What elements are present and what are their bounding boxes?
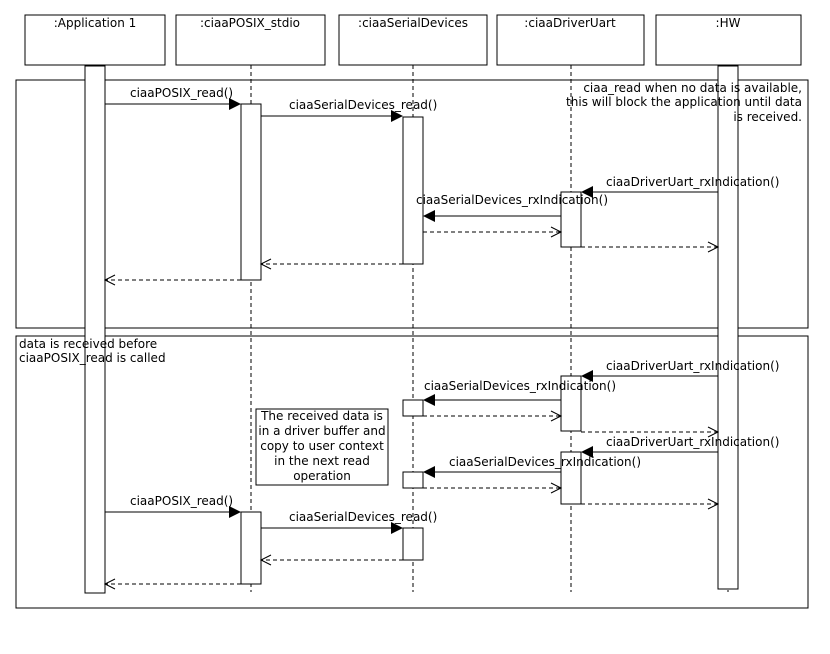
note-line: in the next read: [274, 454, 370, 468]
arrowhead: [707, 241, 720, 253]
arrowhead: [391, 110, 403, 122]
arrowhead: [229, 506, 241, 518]
participant-uart: :ciaaDriverUart: [496, 14, 645, 66]
arrowhead: [581, 186, 593, 198]
activation-serial-4: [402, 527, 424, 561]
participant-stdio: :ciaaPOSIX_stdio: [175, 14, 326, 66]
return-message: [103, 578, 241, 590]
participant-serial: :ciaaSerialDevices: [338, 14, 488, 66]
activation-serial-1: [402, 116, 424, 265]
participant-hw: :HW: [655, 14, 802, 66]
note-line: in a driver buffer and: [258, 424, 385, 438]
participant-stdio-label: :ciaaPOSIX_stdio: [200, 16, 300, 30]
call-message: ciaaSerialDevices_read(): [261, 510, 437, 534]
message-label: ciaaPOSIX_read(): [130, 86, 233, 100]
return-message: [423, 226, 563, 238]
message-label: ciaaSerialDevices_rxIndication(): [416, 193, 608, 207]
arrowhead: [550, 226, 563, 238]
call-message: ciaaSerialDevices_read(): [261, 98, 437, 122]
call-message: ciaaSerialDevices_rxIndication(): [423, 455, 641, 478]
note-line: The received data is: [260, 409, 383, 423]
fragment-blocking-read: [15, 79, 809, 329]
message-label: ciaaPOSIX_read(): [130, 494, 233, 508]
arrowhead: [550, 482, 563, 494]
call-message: ciaaSerialDevices_rxIndication(): [423, 379, 616, 406]
activation-stdio-1: [240, 103, 262, 281]
return-message: [581, 498, 720, 510]
note-line: copy to user context: [260, 439, 384, 453]
message-label: ciaaDriverUart_rxIndication(): [606, 175, 779, 189]
arrowhead: [550, 410, 563, 422]
messages: ciaaPOSIX_read() ciaaSerialDevices_read()…: [103, 86, 779, 590]
fragment-note-line-5: ciaaPOSIX_read is called: [19, 351, 166, 365]
fragment-data-before-read: [15, 335, 809, 609]
arrowhead: [581, 370, 593, 382]
arrowhead: [707, 498, 720, 510]
participant-serial-label: :ciaaSerialDevices: [358, 16, 468, 30]
return-message: [581, 426, 720, 438]
return-message: [581, 241, 720, 253]
return-message: [103, 274, 241, 286]
participant-app: :Application 1: [24, 14, 166, 66]
activation-hw: [717, 65, 739, 590]
arrowhead: [103, 274, 116, 286]
activation-uart-3: [560, 451, 582, 505]
call-message: ciaaDriverUart_rxIndication(): [581, 435, 779, 458]
participant-app-label: :Application 1: [54, 16, 137, 30]
participant-uart-label: :ciaaDriverUart: [524, 16, 616, 30]
participant-hw-label: :HW: [716, 16, 741, 30]
activation-app: [84, 65, 106, 594]
arrowhead: [229, 98, 241, 110]
fragment-note-line-1: ciaa_read when no data is available,: [583, 81, 802, 95]
message-label: ciaaDriverUart_rxIndication(): [606, 359, 779, 373]
arrowhead: [707, 426, 720, 438]
arrowhead: [103, 578, 116, 590]
message-label: ciaaDriverUart_rxIndication(): [606, 435, 779, 449]
fragment-note-line-3: is received.: [733, 110, 802, 124]
arrowhead: [423, 466, 435, 478]
activation-uart-1: [560, 191, 582, 248]
return-message: [423, 482, 563, 494]
call-message: ciaaSerialDevices_rxIndication(): [416, 193, 608, 222]
message-label: ciaaSerialDevices_rxIndication(): [424, 379, 616, 393]
activation-serial-3: [402, 471, 424, 489]
return-message: [259, 554, 403, 566]
fragment-note-line-4: data is received before: [19, 337, 157, 351]
activation-stdio-2: [240, 511, 262, 585]
activation-uart-2: [560, 375, 582, 432]
arrowhead: [259, 554, 272, 566]
arrowhead: [423, 210, 435, 222]
note-line: operation: [293, 469, 351, 483]
activation-serial-2: [402, 399, 424, 417]
message-label: ciaaSerialDevices_read(): [289, 98, 437, 112]
call-message: ciaaPOSIX_read(): [105, 86, 241, 110]
return-message: [259, 258, 403, 270]
call-message: ciaaDriverUart_rxIndication(): [581, 359, 779, 382]
message-label: ciaaSerialDevices_read(): [289, 510, 437, 524]
arrowhead: [423, 394, 435, 406]
arrowhead: [259, 258, 272, 270]
arrowhead: [581, 446, 593, 458]
call-message: ciaaPOSIX_read(): [105, 494, 241, 518]
call-message: ciaaDriverUart_rxIndication(): [581, 175, 779, 198]
message-label: ciaaSerialDevices_rxIndication(): [449, 455, 641, 469]
arrowhead: [391, 522, 403, 534]
fragment-note-line-2: this will block the application until da…: [566, 95, 802, 109]
note-box: The received data is in a driver buffer …: [255, 408, 389, 486]
return-message: [423, 410, 563, 422]
